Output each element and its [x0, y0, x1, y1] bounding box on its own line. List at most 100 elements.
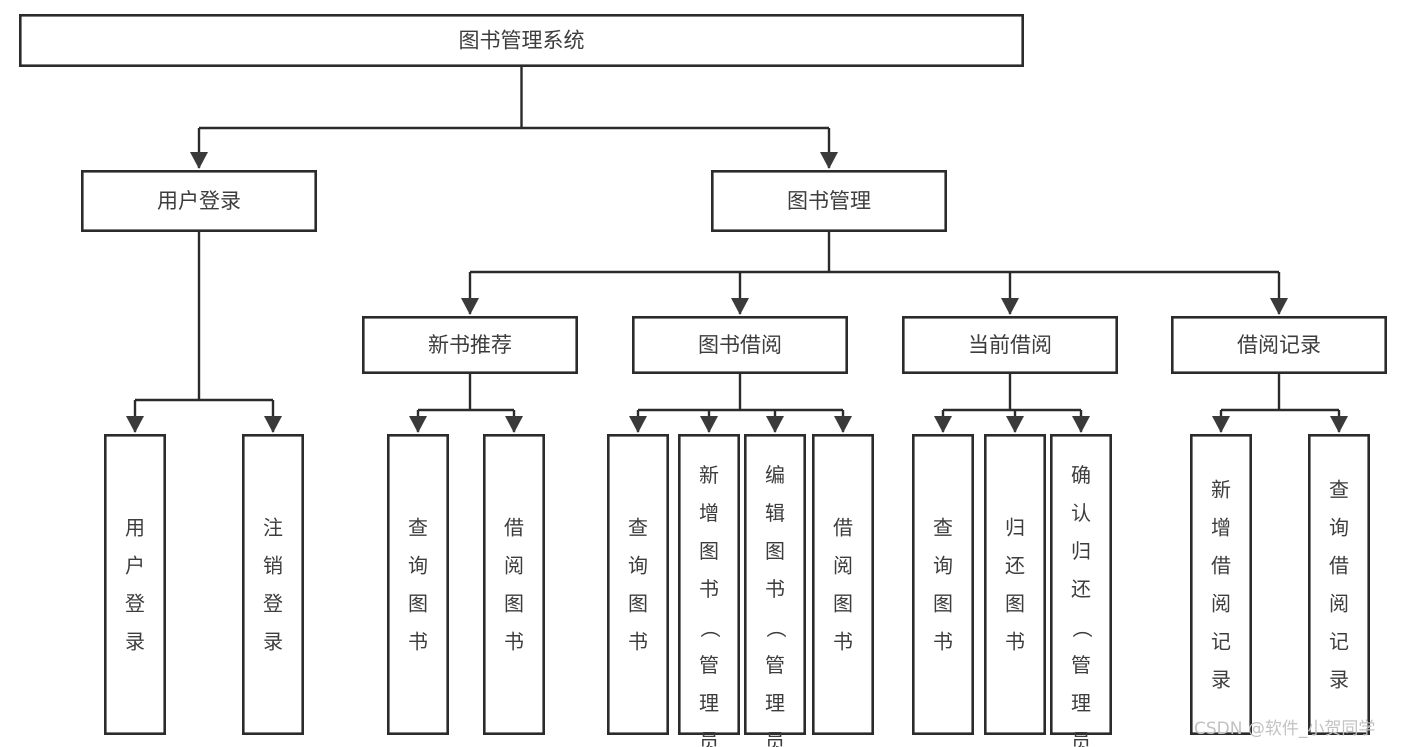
node-label-char: 阅	[504, 554, 524, 578]
node-box	[242, 433, 305, 735]
node-label-char: 员	[765, 729, 785, 747]
node-label-char: 理	[699, 691, 719, 715]
node-box	[677, 433, 740, 735]
node-label-char: （	[698, 618, 722, 638]
node-label-char: 图	[699, 539, 719, 563]
node-label-char: 辑	[765, 501, 785, 525]
node-root[interactable]: 图书管理系统	[18, 14, 1025, 68]
node-label-char: 阅	[833, 554, 853, 578]
node-label-char: 书	[699, 577, 719, 601]
node-box	[631, 315, 848, 374]
node-book-manage[interactable]: 图书管理	[710, 170, 947, 233]
node-box	[743, 433, 806, 735]
arrow-head-icon	[731, 298, 749, 315]
node-label-char: 图	[628, 592, 648, 616]
connector-group	[934, 374, 1090, 433]
node-box	[710, 170, 947, 233]
node-label-char: 图	[504, 592, 524, 616]
node-box	[901, 315, 1118, 374]
node-label-char: （	[764, 618, 788, 638]
node-label-char: 录	[125, 630, 145, 654]
node-label-char: 借	[1211, 554, 1231, 578]
node-layer: 图书管理系统用户登录图书管理新书推荐图书借阅当前借阅借阅记录用户登录注销登录查询…	[18, 14, 1388, 747]
node-label-char: 还	[1071, 577, 1091, 601]
node-label-char: 员	[1071, 729, 1091, 747]
node-label-char: 借	[1329, 554, 1349, 578]
node-label-char: 增	[699, 501, 719, 525]
node-user-login[interactable]: 用户登录	[81, 170, 317, 233]
node-label-char: 图	[933, 592, 953, 616]
node-label-char: 图	[1005, 592, 1025, 616]
node-label-char: 书	[628, 630, 648, 654]
arrow-head-icon	[190, 152, 208, 169]
node-label-char: 询	[628, 554, 648, 578]
node-label-char: 编	[765, 463, 785, 487]
node-label-char: 录	[1211, 668, 1231, 692]
node-box	[482, 433, 545, 735]
node-label-char: （	[1070, 618, 1094, 638]
node-label-char: 借	[504, 516, 524, 540]
node-label-char: 书	[833, 630, 853, 654]
node-label-char: 询	[1329, 516, 1349, 540]
csdn-watermark: CSDN @软件_小贺同学	[1194, 719, 1375, 739]
node-label-char: 记	[1211, 630, 1231, 654]
node-label-char: 借	[833, 516, 853, 540]
node-label-char: 书	[1005, 630, 1025, 654]
node-label-char: 书	[408, 630, 428, 654]
node-label: 借阅记录	[1237, 333, 1321, 357]
node-box	[1308, 433, 1371, 735]
node-label-char: 管	[765, 653, 785, 677]
node-book-borrow[interactable]: 图书借阅	[631, 315, 848, 374]
arrow-head-icon	[934, 416, 952, 433]
node-label-char: 书	[765, 577, 785, 601]
node-label-char: 询	[933, 554, 953, 578]
arrow-head-icon	[505, 416, 523, 433]
node-current-borrow[interactable]: 当前借阅	[901, 315, 1118, 374]
node-label-char: 书	[933, 630, 953, 654]
node-borrow-record[interactable]: 借阅记录	[1171, 315, 1388, 374]
connector-group	[126, 232, 282, 433]
node-label-char: 理	[1071, 691, 1091, 715]
node-label-char: 图	[408, 592, 428, 616]
arrow-head-icon	[820, 152, 838, 169]
connector-group	[190, 67, 838, 169]
node-leaf-user-login[interactable]: 用户登录	[104, 433, 167, 735]
node-label-char: 登	[125, 592, 145, 616]
node-label: 图书借阅	[698, 333, 782, 357]
node-label-char: 新	[1211, 478, 1231, 502]
arrow-head-icon	[834, 416, 852, 433]
node-label-char: 归	[1005, 516, 1025, 540]
node-label-char: 书	[504, 630, 524, 654]
node-label-char: 图	[765, 539, 785, 563]
node-label: 用户登录	[157, 189, 241, 213]
node-box	[18, 14, 1025, 68]
arrow-head-icon	[766, 416, 784, 433]
arrow-head-icon	[1212, 416, 1230, 433]
node-label-char: 登	[263, 592, 283, 616]
node-label-char: 理	[765, 691, 785, 715]
node-label-char: 员	[699, 729, 719, 747]
node-label-char: 阅	[1211, 592, 1231, 616]
node-label-char: 管	[699, 653, 719, 677]
arrow-head-icon	[409, 416, 427, 433]
node-box	[104, 433, 167, 735]
node-label-char: 管	[1071, 653, 1091, 677]
node-box	[811, 433, 874, 735]
arrow-head-icon	[700, 416, 718, 433]
node-new-book-rec[interactable]: 新书推荐	[361, 315, 578, 374]
node-box	[983, 433, 1046, 735]
